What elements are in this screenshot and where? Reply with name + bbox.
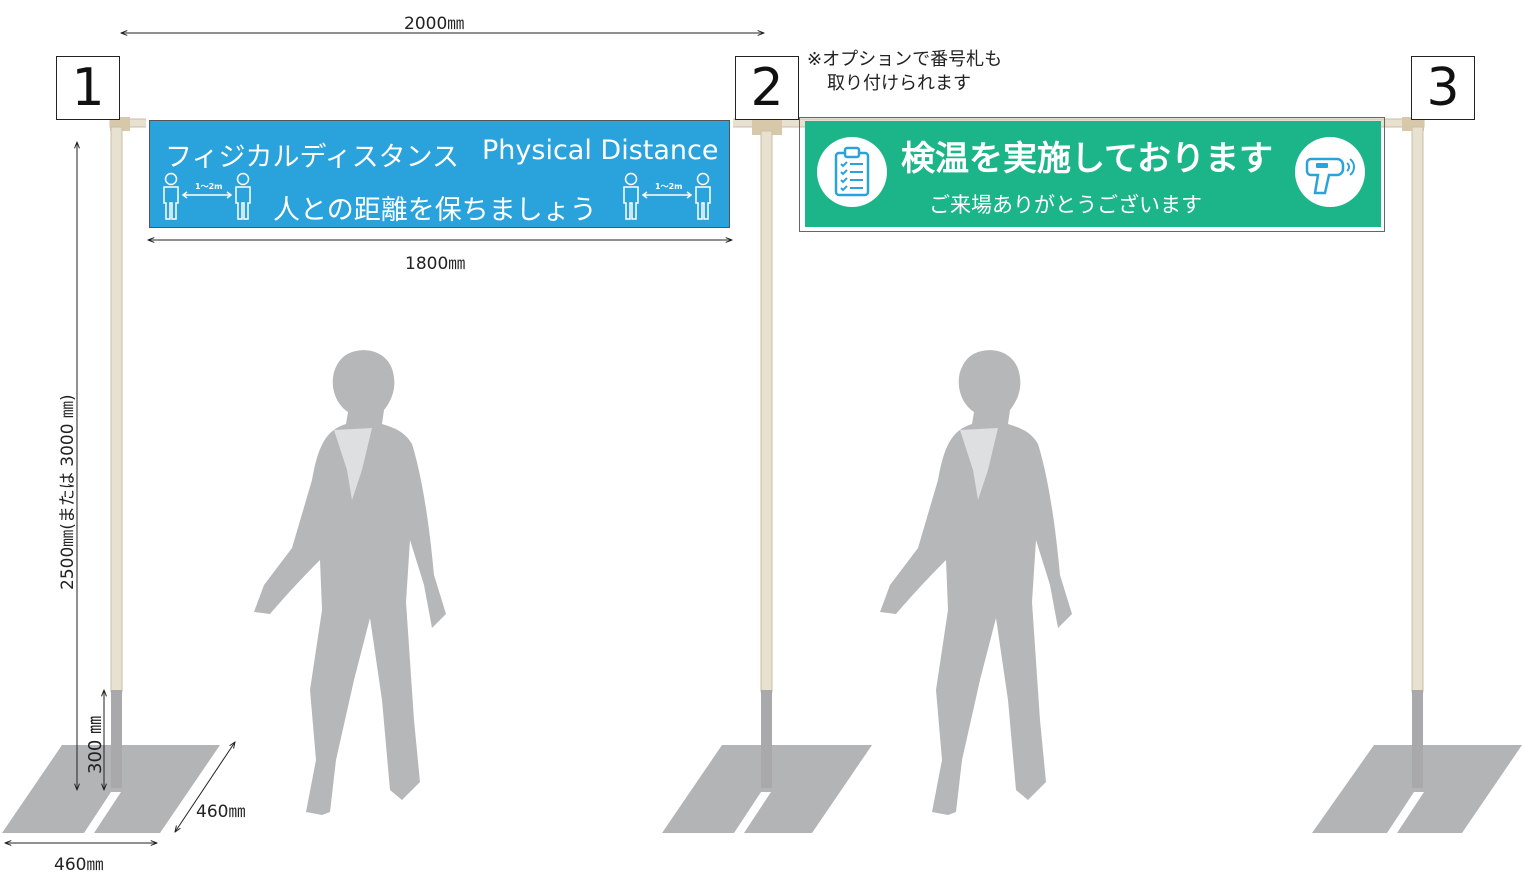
post-1 [110, 117, 130, 788]
option-note-line2: 取り付けられます [827, 73, 971, 94]
two-people-icon [623, 172, 711, 220]
distance-label-right: 1～2m [655, 182, 683, 191]
sign-physical-distance: フィジカルディスタンス Physical Distance 人との距離を保ちまし… [146, 117, 733, 231]
post-number-2: 2 [735, 56, 799, 120]
post-3 [1402, 117, 1424, 788]
sign-green-subtitle: ご来場ありがとうございます [929, 193, 1202, 217]
dim-top-width: 2000㎜ [404, 14, 465, 34]
dim-sign-width: 1800㎜ [405, 254, 466, 274]
post-number-3: 3 [1411, 56, 1475, 120]
dim-base-height: 300 ㎜ [85, 715, 106, 774]
sign-blue-title-jp: フィジカルディスタンス [165, 142, 460, 173]
distance-label-left: 1～2m [195, 182, 223, 191]
base-plate-1 [2, 745, 220, 833]
dim-base-width: 460㎜ [54, 855, 104, 875]
distance-pictogram-right: 1～2m [621, 171, 717, 225]
two-people-icon [163, 172, 251, 220]
thermometer-gun-icon [1295, 137, 1365, 207]
sign-temperature-check: 検温を実施しております ご来場ありがとうございます [805, 121, 1381, 227]
option-note: ※オプションで番号札も 取り付けられます [807, 48, 1002, 96]
base-plate-2 [662, 745, 872, 833]
sign-green-title-a: 検温 [901, 139, 969, 179]
person-silhouette-2 [880, 350, 1072, 815]
option-note-line1: ※オプションで番号札も [807, 49, 1003, 70]
clipboard-checklist-icon [817, 137, 887, 207]
post-number-1: 1 [56, 56, 120, 120]
dim-line-base-depth [175, 742, 235, 832]
person-silhouette-1 [254, 350, 446, 815]
sign-blue-title-en: Physical Distance [482, 135, 719, 166]
sign-green-title-b: を実施しております [969, 139, 1273, 179]
base-plate-3 [1312, 745, 1522, 833]
dim-height: 2500㎜(または 3000 ㎜) [58, 394, 78, 590]
sign-green-title: 検温を実施しております [901, 131, 1273, 180]
post-2 [752, 117, 782, 788]
distance-pictogram-left: 1～2m [161, 171, 257, 225]
sign-blue-subtitle: 人との距離を保ちましょう [273, 195, 597, 226]
dim-base-depth: 460㎜ [196, 802, 246, 822]
sign-green-frame [799, 117, 1385, 232]
